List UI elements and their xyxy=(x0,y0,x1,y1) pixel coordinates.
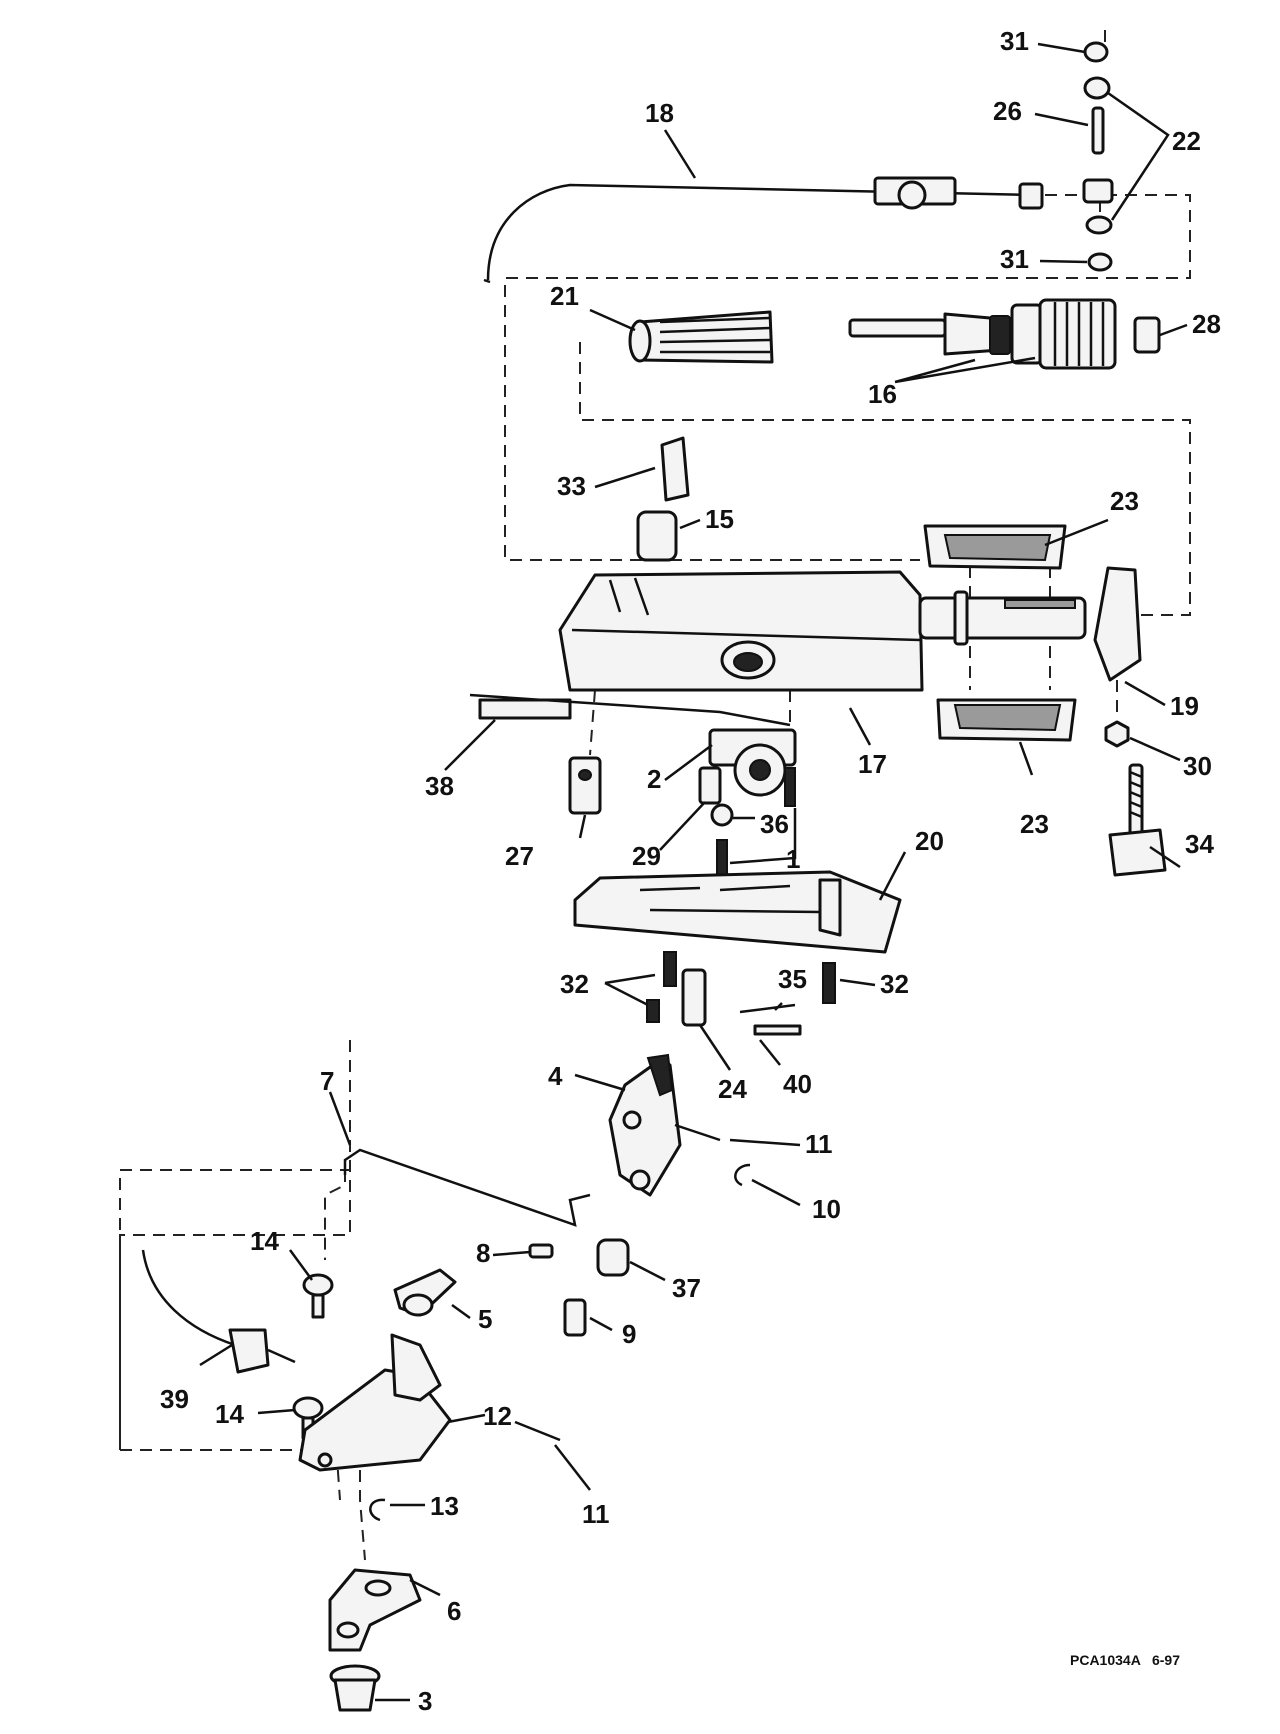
callout-37: 37 xyxy=(672,1273,701,1303)
callout-2: 2 xyxy=(647,764,661,794)
callout-11: 11 xyxy=(582,1499,610,1529)
callout-3: 3 xyxy=(418,1686,432,1716)
callout-8: 8 xyxy=(476,1238,490,1268)
leader-lines xyxy=(199,42,1188,1702)
callout-33: 33 xyxy=(557,471,586,501)
callout-19: 19 xyxy=(1170,691,1199,721)
cable-part-18 xyxy=(486,183,1036,281)
callout-38: 38 xyxy=(425,771,454,801)
callout-7: 7 xyxy=(320,1066,334,1096)
callout-1: 1 xyxy=(786,844,800,874)
callout-5: 5 xyxy=(478,1304,492,1334)
callout-18: 18 xyxy=(645,98,674,128)
callout-14: 14 xyxy=(250,1226,279,1256)
callout-32: 32 xyxy=(560,969,589,999)
callout-11: 11 xyxy=(805,1129,833,1159)
callout-6: 6 xyxy=(447,1596,461,1626)
callout-26: 26 xyxy=(993,96,1022,126)
callout-40: 40 xyxy=(783,1069,812,1099)
callout-15: 15 xyxy=(705,504,734,534)
parts-art xyxy=(141,41,1167,1712)
callout-13: 13 xyxy=(430,1491,459,1521)
callout-39: 39 xyxy=(160,1384,189,1414)
callout-23: 23 xyxy=(1110,486,1139,516)
assembly-guides xyxy=(119,30,1191,1561)
callout-32: 32 xyxy=(880,969,909,999)
handle-housing-part-17 xyxy=(558,570,924,692)
callout-34: 34 xyxy=(1185,829,1214,859)
callout-4: 4 xyxy=(548,1061,563,1091)
callout-22: 22 xyxy=(1172,126,1201,156)
callout-27: 27 xyxy=(505,841,534,871)
rod-part-7 xyxy=(343,1148,591,1227)
callout-17: 17 xyxy=(858,749,887,779)
callout-20: 20 xyxy=(915,826,944,856)
callout-14: 14 xyxy=(215,1399,244,1429)
callout-21: 21 xyxy=(550,281,579,311)
callout-12: 12 xyxy=(483,1401,512,1431)
callout-31: 31 xyxy=(1000,244,1029,274)
callout-23: 23 xyxy=(1020,809,1049,839)
callout-31: 31 xyxy=(1000,26,1029,56)
callout-16: 16 xyxy=(868,379,897,409)
drawing-reference: PCA1034A 6-97 xyxy=(1070,1652,1180,1668)
callout-30: 30 xyxy=(1183,751,1212,781)
callout-28: 28 xyxy=(1192,309,1221,339)
callout-35: 35 xyxy=(778,964,807,994)
callout-9: 9 xyxy=(622,1319,636,1349)
callout-29: 29 xyxy=(632,841,661,871)
callout-10: 10 xyxy=(812,1194,841,1224)
callout-labels: 31 22 26 18 31 21 28 16 33 15 23 19 30 1… xyxy=(160,26,1221,1716)
callout-36: 36 xyxy=(760,809,789,839)
callout-24: 24 xyxy=(718,1074,747,1104)
